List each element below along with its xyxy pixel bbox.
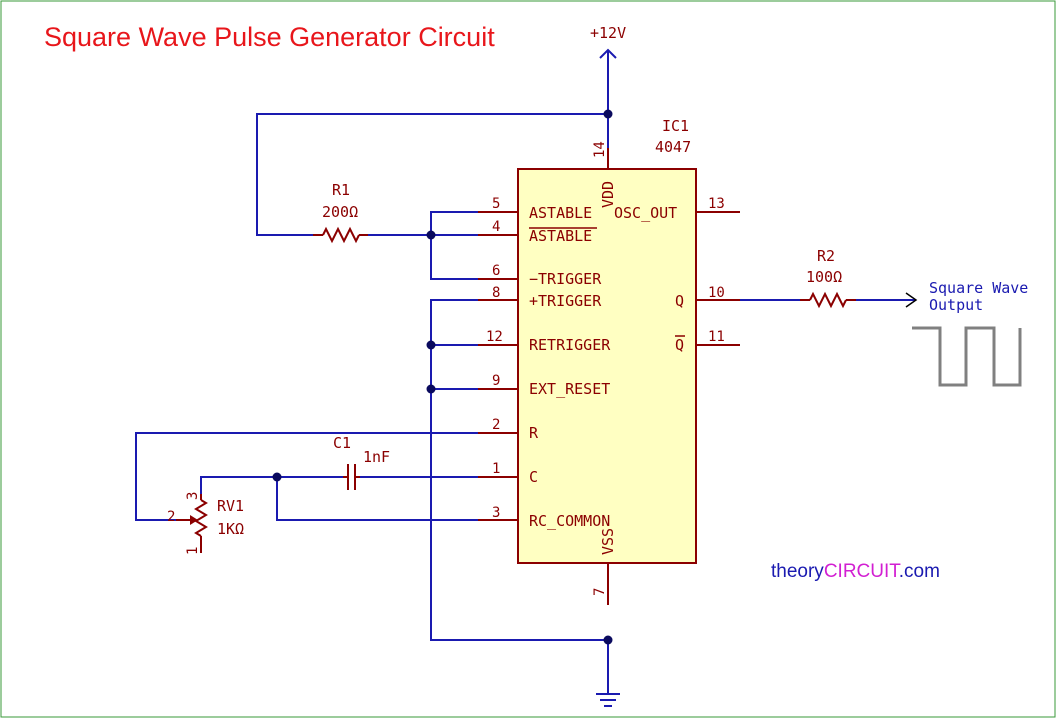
pin-name-osc-out: OSC_OUT	[614, 204, 677, 222]
pin-name-q-n: Q	[675, 336, 684, 354]
brand-part1: theory	[771, 561, 824, 582]
pin-name-q: Q	[675, 292, 684, 310]
power-label: +12V	[590, 24, 626, 42]
capacitor-c1: C1 1nF	[333, 434, 390, 490]
pin-num-13: 13	[708, 196, 725, 212]
rv1-pin2: 2	[167, 509, 175, 525]
pin-name-astable: ASTABLE	[529, 204, 592, 222]
pin-name-r: R	[529, 424, 539, 442]
r1-ref: R1	[332, 181, 350, 199]
pin-name-c: C	[529, 468, 538, 486]
ic-ref: IC1	[662, 117, 689, 135]
pin-num-11: 11	[708, 329, 725, 345]
rv1-ref: RV1	[217, 497, 244, 515]
output-label-line1: Square Wave	[929, 279, 1028, 297]
pin-name-astable-n: ASTABLE	[529, 227, 592, 245]
ic1-4047: IC1 4047 5 4 6 8 12 9 2 1 3 13 10 11 14 …	[478, 117, 740, 605]
brand-part3: .com	[899, 561, 940, 582]
pin-num-4: 4	[492, 219, 500, 235]
pin-name-trigger-p: +TRIGGER	[529, 292, 602, 310]
pin-num-6: 6	[492, 263, 500, 279]
brand-text: theoryCIRCUIT.com	[771, 561, 940, 582]
diagram-title: Square Wave Pulse Generator Circuit	[44, 22, 495, 52]
pin-name-rc-common: RC_COMMON	[529, 512, 610, 530]
pin-num-7: 7	[592, 588, 608, 596]
pin-num-8: 8	[492, 285, 500, 301]
ic-value: 4047	[655, 138, 691, 156]
output-label-line2: Output	[929, 296, 983, 314]
pin-name-vdd: VDD	[599, 181, 617, 208]
rv1-value: 1KΩ	[217, 520, 244, 538]
square-wave-graphic	[912, 326, 1022, 387]
pin-num-9: 9	[492, 373, 500, 389]
pin-num-2: 2	[492, 417, 500, 433]
ground-symbol	[596, 640, 620, 707]
junction-dots	[272, 109, 613, 645]
brand-part2: CIRCUIT	[824, 561, 901, 582]
pin-name-vss: VSS	[599, 528, 617, 555]
pin-num-3: 3	[492, 505, 500, 521]
pin-num-12: 12	[486, 329, 503, 345]
power-supply-symbol: +12V	[590, 24, 626, 114]
r2-ref: R2	[817, 247, 835, 265]
r2-value: 100Ω	[806, 268, 842, 286]
pin-num-10: 10	[708, 285, 725, 301]
r1-value: 200Ω	[322, 203, 358, 221]
wires	[135, 113, 900, 641]
pin-num-1: 1	[492, 461, 500, 477]
pin-name-ext-reset: EXT_RESET	[529, 380, 610, 398]
c1-ref: C1	[333, 434, 351, 452]
pin-num-5: 5	[492, 196, 500, 212]
pin-name-retrigger: RETRIGGER	[529, 336, 611, 354]
resistor-r1: R1 200Ω	[313, 181, 368, 244]
potentiometer-rv1: RV1 1KΩ 2 3 1	[167, 492, 244, 555]
ic-body	[517, 168, 697, 564]
resistor-r2: R2 100Ω	[800, 247, 856, 309]
pin-name-trigger-n: −TRIGGER	[529, 270, 602, 288]
rv1-pin1: 1	[185, 547, 201, 555]
output-arrow	[900, 292, 918, 308]
pin-num-14: 14	[592, 141, 608, 158]
c1-value: 1nF	[363, 448, 390, 466]
rv1-pin3: 3	[185, 492, 201, 500]
